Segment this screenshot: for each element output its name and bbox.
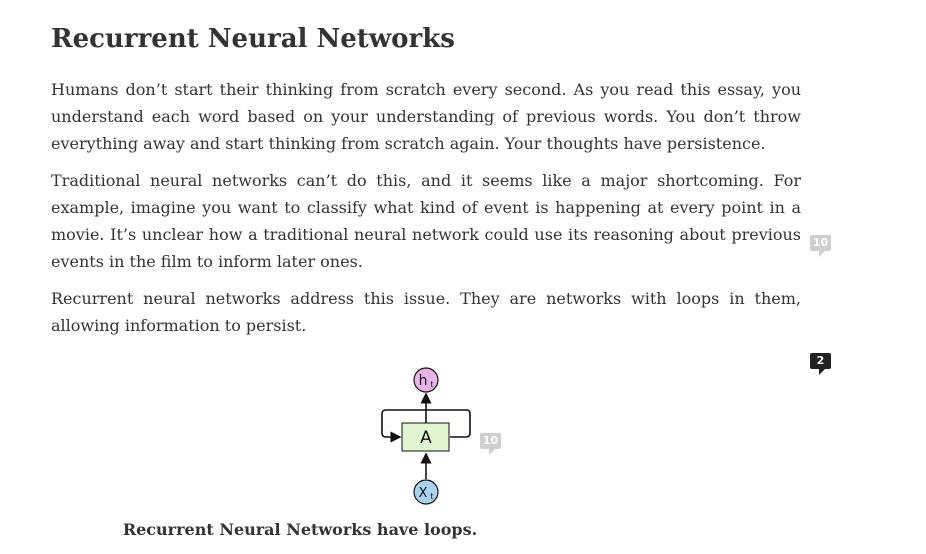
paragraph-2: Traditional neural networks can’t do thi… — [51, 171, 801, 271]
rnn-cell — [401, 422, 450, 452]
output-node-subscript: t — [430, 380, 433, 389]
output-node-label: h — [419, 373, 428, 389]
loop-right-path — [426, 409, 471, 438]
rnn-loop-diagram: A h t X t — [370, 363, 482, 507]
input-node — [413, 479, 439, 505]
figure-caption: Recurrent Neural Networks have loops. — [122, 520, 478, 539]
comment-count-badge-paragraph-3[interactable]: 2 — [810, 353, 831, 375]
paragraph-1: Humans don’t start their thinking from s… — [51, 80, 801, 153]
paragraph-3: Recurrent neural networks address this i… — [51, 289, 801, 335]
cell-label: A — [420, 428, 432, 448]
input-node-label: X — [419, 486, 428, 501]
loop-left-path — [381, 409, 426, 443]
comment-count-badge-paragraph-2[interactable]: 10 — [810, 235, 831, 257]
comment-count-badge-figure[interactable]: 10 — [480, 433, 501, 455]
rnn-diagram-svg: A h t X t — [381, 367, 471, 505]
page-title: Recurrent Neural Networks — [51, 24, 455, 54]
output-node — [413, 367, 439, 393]
input-node-subscript: t — [430, 492, 433, 501]
